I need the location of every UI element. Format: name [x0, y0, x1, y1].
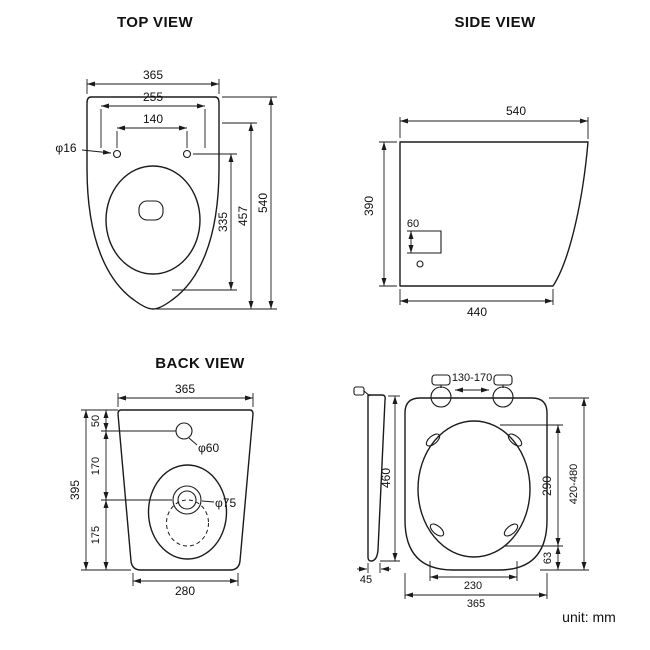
lid-length-value: 460 [379, 468, 393, 488]
dim-seat-depth: 457 [222, 122, 257, 309]
inlet-hole [175, 422, 193, 440]
dim-lid-length: 460 [379, 395, 400, 562]
dim-seat-length-range: 420-480 [540, 397, 589, 571]
bowl-depth-value: 335 [216, 212, 230, 232]
dim-rear-offset: 63 [542, 546, 561, 570]
dim-side-height: 390 [362, 141, 397, 287]
back-offset-bottom-value: 175 [90, 526, 102, 544]
inlet-diameter-label: φ60 [198, 441, 219, 455]
mount-spacing-value: 60 [407, 218, 419, 230]
mount-bracket-detail [427, 230, 442, 254]
total-depth-value: 540 [256, 193, 270, 213]
back-height-value: 395 [68, 480, 82, 500]
back-bottom-width-value: 280 [175, 584, 195, 598]
seat-depth-value: 457 [236, 206, 250, 226]
hole-spacing-value: 140 [143, 112, 163, 126]
side-top-depth-value: 540 [506, 104, 526, 118]
back-offset-mid-value: 170 [90, 457, 102, 475]
lid-hinge-spout-detail [353, 386, 365, 396]
seat-view: 460 45 130-170 [353, 372, 589, 610]
seat-outline [404, 397, 548, 571]
outlet-hole-inner [177, 490, 197, 510]
side-bottom-depth-value: 440 [467, 305, 487, 319]
seat-hole-left [112, 149, 122, 159]
bumper-top-left [425, 433, 441, 447]
seat-hinges [430, 374, 514, 408]
back-bowl-silhouette [147, 464, 228, 560]
lid-hinge-spout-link [363, 390, 371, 397]
bumper-bottom-right [503, 523, 519, 537]
seat-opening [417, 420, 531, 558]
side-profile-outline [399, 141, 589, 287]
dim-hinge-spacing: 130-170 [452, 372, 492, 393]
bowl-outer-outline [86, 96, 220, 310]
outlet-diameter-label: φ75 [215, 496, 236, 510]
hole-diameter-label: φ16 [55, 141, 76, 155]
side-view: SIDE VIEW 540 390 60 [362, 14, 589, 319]
dim-seat-width: 255 [100, 90, 206, 148]
opening-length-value: 290 [540, 476, 554, 496]
side-height-value: 390 [362, 196, 376, 216]
hinge-cap-right [493, 374, 513, 386]
hole-diameter-leader [81, 149, 112, 155]
dim-opening-length: 290 [500, 424, 563, 547]
lid-thickness-value: 45 [360, 574, 372, 586]
back-view: BACK VIEW φ60 φ75 365 50 170 [68, 355, 254, 598]
opening-width-value: 230 [464, 580, 482, 592]
mount-hole-detail [416, 260, 424, 268]
dim-bowl-depth: 335 [172, 153, 237, 291]
dim-back-top-width: 365 [117, 382, 254, 407]
seat-hole-right [182, 149, 192, 159]
bumper-bottom-left [429, 523, 445, 537]
seat-width-value: 255 [143, 90, 163, 104]
lid-side-profile [367, 394, 386, 562]
rear-offset-value: 63 [542, 552, 554, 564]
top-view-title: TOP VIEW [117, 14, 193, 31]
hinge-spacing-value: 130-170 [452, 372, 492, 384]
bumper-top-right [507, 433, 523, 447]
trapway-hidden-line [166, 499, 209, 547]
dim-mount-spacing: 60 [407, 218, 427, 254]
back-outline [117, 409, 254, 571]
back-view-title: BACK VIEW [155, 355, 245, 372]
dim-hole-spacing: 140 [116, 112, 188, 148]
back-top-width-value: 365 [175, 382, 195, 396]
outlet-hole-outer [172, 485, 202, 515]
dim-seat-width-bottom: 365 [404, 573, 548, 610]
top-view: TOP VIEW φ16 365 255 140 [55, 14, 277, 310]
top-width-value: 365 [143, 68, 163, 82]
unit-note: unit: mm [562, 609, 616, 625]
hinge-right [492, 386, 514, 408]
back-offset-top-value: 50 [90, 415, 102, 427]
dim-total-depth: 540 [156, 96, 277, 310]
seat-width-value: 365 [467, 598, 485, 610]
hinge-left [430, 386, 452, 408]
dim-side-top-depth: 540 [399, 104, 589, 139]
inlet-leader [188, 437, 198, 446]
dim-back-left-stack: 50 170 175 395 [68, 409, 176, 571]
dim-opening-width: 230 [429, 561, 518, 592]
dim-back-bottom-width: 280 [132, 573, 239, 598]
side-view-title: SIDE VIEW [454, 14, 536, 31]
dim-side-bottom-depth: 440 [399, 289, 554, 319]
water-spot [138, 200, 164, 221]
hinge-cap-left [431, 374, 451, 386]
bowl-inner-outline [105, 165, 201, 275]
outlet-leader [201, 500, 215, 503]
dim-top-width: 365 [86, 68, 220, 94]
seat-length-range-value: 420-480 [568, 464, 580, 504]
dim-lid-thickness: 45 [357, 563, 391, 586]
